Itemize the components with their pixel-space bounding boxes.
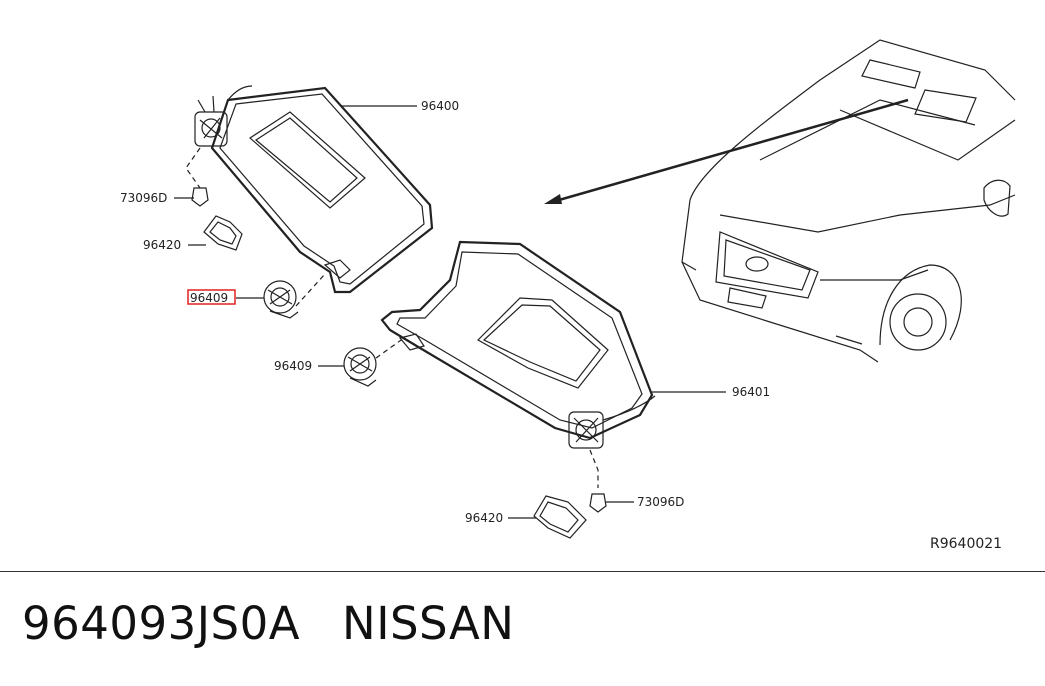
visor-hinge-right [568,395,656,449]
divider [0,571,1045,572]
visor-holder-lower [343,347,377,387]
footer: 964093JS0A NISSAN [22,597,514,650]
visor-holder-upper [263,280,299,319]
label-96409-lower: 96409 [274,359,312,373]
parts-diagram: 96400 96401 96409 96409 96420 96420 7309… [120,39,1016,552]
label-96420-upper: 96420 [143,238,181,252]
label-96409-highlighted: 96409 [190,291,228,305]
cover-upper [203,215,243,251]
screw-lower [589,493,607,513]
label-73096d-lower: 73096D [637,495,684,509]
label-96401: 96401 [732,385,770,399]
leader-lines [174,105,726,519]
visor-hinge-left [194,85,253,147]
screw-upper [191,187,209,207]
sun-visor-left [210,86,434,294]
reference-code: R9640021 [930,536,1002,552]
direction-arrow [544,98,909,204]
label-96420-lower: 96420 [465,511,503,525]
label-96400: 96400 [421,99,459,113]
label-73096d-upper: 73096D [120,191,167,205]
part-number: 964093JS0A [22,597,301,650]
cover-lower [533,495,587,539]
highlight-box [187,289,236,305]
vehicle-illustration [681,39,1016,363]
brand-name: NISSAN [342,597,515,650]
sun-visor-right [380,240,654,440]
